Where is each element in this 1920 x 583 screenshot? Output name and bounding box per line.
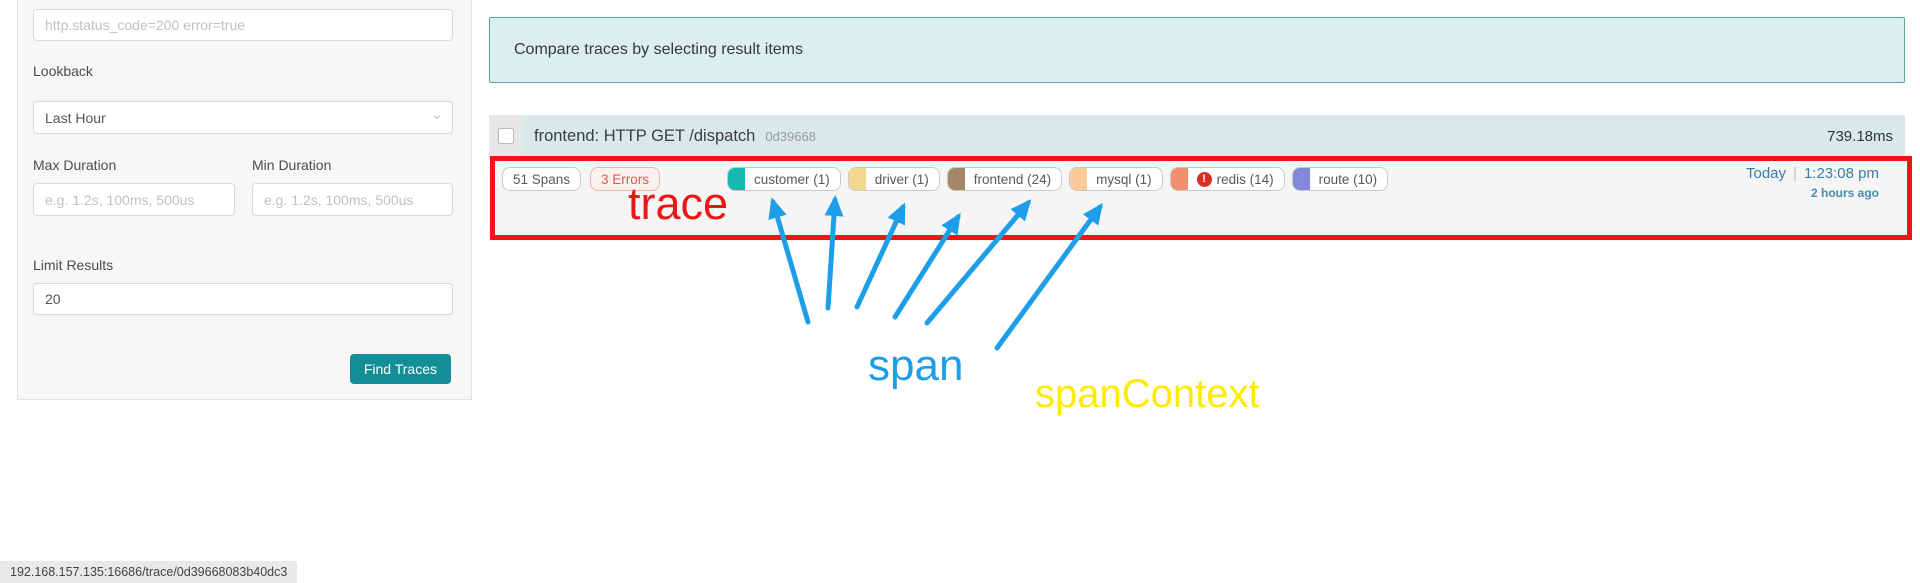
- lookback-selected-value[interactable]: Last Hour: [33, 101, 453, 134]
- span-count-chip: 51 Spans: [502, 167, 582, 191]
- service-chip: !redis (14): [1169, 167, 1285, 191]
- service-chip-label: mysql (1): [1096, 171, 1152, 187]
- service-chip: route (10): [1291, 167, 1389, 191]
- error-count-chip: 3 Errors: [590, 167, 661, 191]
- limit-results-label: Limit Results: [33, 257, 114, 273]
- max-duration-input[interactable]: [33, 183, 235, 216]
- status-url: 192.168.157.135:16686/trace/0d39668083b4…: [10, 565, 288, 579]
- trace-select-checkbox[interactable]: [497, 128, 514, 144]
- service-color-swatch: [728, 168, 745, 190]
- banner-text: Compare traces by selecting result items: [514, 41, 803, 58]
- service-color-swatch: [1070, 168, 1088, 190]
- trace-time: 1:23:08 pm: [1803, 165, 1879, 182]
- trace-relative-time: 2 hours ago: [1810, 186, 1879, 200]
- search-form-panel: Lookback Last Hour ⌄ Max Duration Min Du…: [17, 0, 472, 400]
- service-color-swatch: [947, 168, 965, 190]
- trace-result-body: 51 Spans 3 Errors customer (1) driver (1)…: [489, 157, 1905, 241]
- min-duration-label: Min Duration: [252, 157, 332, 173]
- error-badge-icon: !: [1196, 171, 1212, 187]
- limit-results-input[interactable]: [33, 283, 453, 315]
- service-chip-label: frontend (24): [973, 171, 1052, 187]
- trace-header-main[interactable]: frontend: HTTP GET /dispatch 0d39668 739…: [522, 115, 1905, 157]
- trace-date: Today: [1746, 165, 1787, 182]
- trace-annotation-label: trace: [628, 178, 729, 229]
- service-chip-list: customer (1) driver (1) frontend (24) mysql…: [727, 167, 1389, 191]
- service-chip: frontend (24): [946, 167, 1063, 191]
- tags-input[interactable]: [33, 9, 453, 41]
- span-annotation-label: span: [868, 341, 964, 390]
- max-duration-label: Max Duration: [33, 157, 117, 173]
- service-chip: mysql (1): [1069, 167, 1163, 191]
- spancontext-annotation-label: spanContext: [1035, 372, 1260, 416]
- lookback-select[interactable]: Last Hour ⌄: [33, 101, 453, 134]
- service-color-swatch: [848, 168, 866, 190]
- divider: |: [1793, 165, 1797, 182]
- trace-result-header[interactable]: frontend: HTTP GET /dispatch 0d39668 739…: [489, 115, 1905, 157]
- service-chip: customer (1): [727, 167, 841, 191]
- service-chip: driver (1): [847, 167, 940, 191]
- checkbox-strip: [489, 115, 522, 157]
- trace-result-item[interactable]: frontend: HTTP GET /dispatch 0d39668 739…: [489, 115, 1905, 241]
- find-traces-button[interactable]: Find Traces: [349, 354, 451, 384]
- service-chip-label: route (10): [1318, 171, 1378, 187]
- service-chip-label: redis (14): [1216, 171, 1274, 187]
- service-chip-label: driver (1): [874, 171, 929, 187]
- service-chip-label: customer (1): [754, 171, 830, 187]
- service-color-swatch: [1170, 168, 1188, 190]
- service-color-swatch: [1292, 168, 1310, 190]
- browser-status-bar: 192.168.157.135:16686/trace/0d39668083b4…: [0, 561, 298, 583]
- compare-traces-banner: Compare traces by selecting result items: [489, 17, 1905, 83]
- trace-id: 0d39668: [765, 128, 816, 144]
- min-duration-input[interactable]: [252, 183, 453, 216]
- trace-duration: 739.18ms: [1827, 127, 1893, 145]
- trace-counts: 51 Spans 3 Errors: [502, 167, 661, 191]
- search-results: Compare traces by selecting result items…: [489, 17, 1905, 241]
- lookback-label: Lookback: [33, 63, 93, 79]
- trace-title[interactable]: frontend: HTTP GET /dispatch: [534, 126, 756, 145]
- trace-timestamps: Today | 1:23:08 pm 2 hours ago: [1746, 165, 1879, 200]
